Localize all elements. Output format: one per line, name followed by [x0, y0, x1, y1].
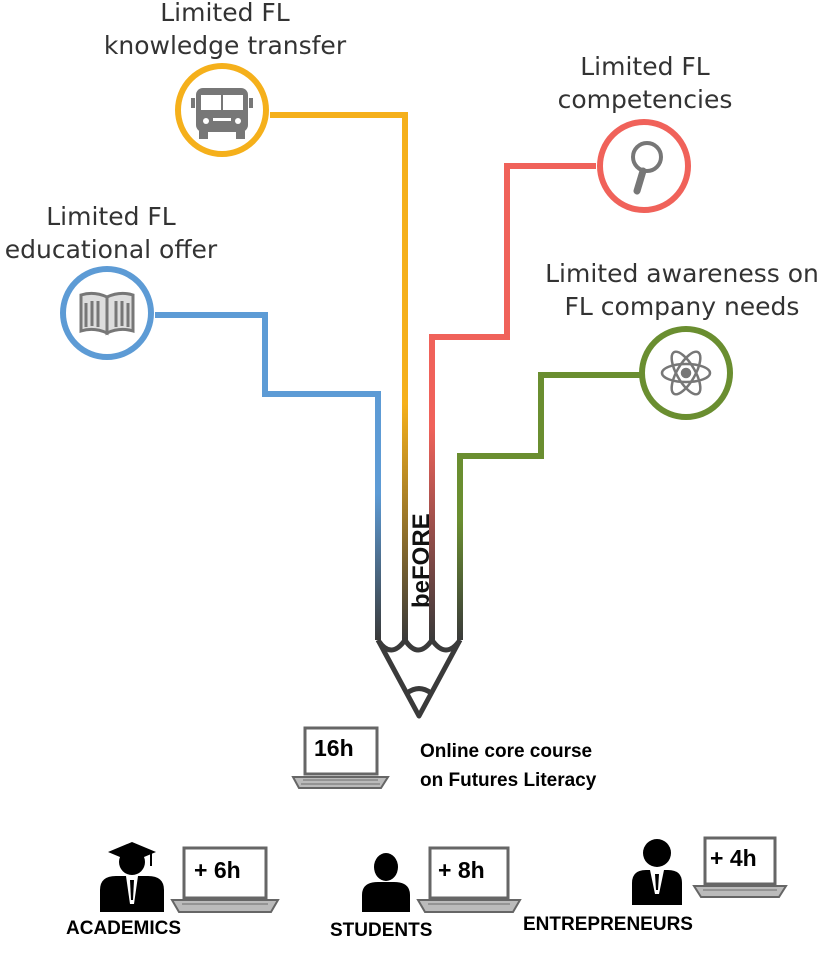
competencies-node [597, 119, 691, 213]
academics-hours: + 6h [194, 857, 241, 883]
pencil-label: beFORE [408, 513, 435, 608]
student-icon [362, 853, 410, 912]
red-connector [429, 163, 596, 640]
academics-laptop [170, 846, 280, 913]
knowledge-transfer-label: Limited FL knowledge transfer [103, 0, 347, 60]
entrepreneurs-hours: + 4h [710, 845, 757, 871]
educational-offer-node [60, 266, 154, 360]
open-book-icon [79, 291, 135, 336]
pencil-tip [375, 637, 463, 719]
academics-label: ACADEMICS [66, 918, 182, 939]
core-course-text: Online core course on Futures Literacy [420, 741, 597, 791]
entrepreneurs-laptop [692, 836, 788, 898]
entrepreneurs-label: ENTREPRENEURS [523, 914, 693, 935]
yellow-connector [270, 112, 408, 640]
school-bus-icon [191, 88, 253, 139]
company-needs-node [639, 326, 733, 420]
businessman-icon [632, 839, 682, 905]
core-course-laptop [291, 726, 390, 789]
atom-icon [660, 350, 712, 396]
students-hours: + 8h [438, 857, 485, 883]
students-laptop [416, 846, 522, 913]
green-connector [457, 372, 640, 640]
competencies-label: Limited FL competencies [557, 52, 733, 114]
core-course-hours: 16h [314, 735, 354, 761]
educational-offer-label: Limited FL educational offer [4, 202, 218, 264]
graduate-icon [100, 842, 164, 912]
knowledge-transfer-node [175, 63, 269, 157]
company-needs-label: Limited awareness on FL company needs [545, 259, 819, 321]
students-label: STUDENTS [330, 920, 433, 941]
blue-connector [155, 312, 381, 640]
magnifier-icon [631, 141, 663, 195]
